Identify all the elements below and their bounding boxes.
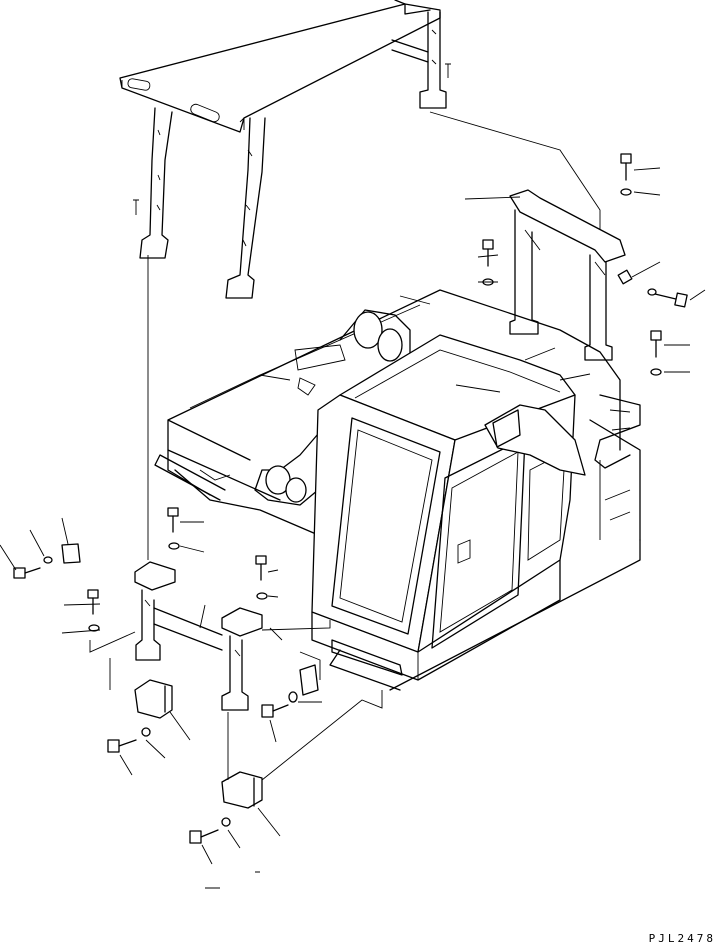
cab-side-bracket: [595, 395, 640, 468]
front-guard-assembly: [135, 562, 262, 710]
top-guard-front-leg-left: [140, 108, 172, 258]
drawing-code: PJL2478: [649, 932, 716, 945]
fasteners-lower-left: [0, 508, 330, 690]
cab-front-window: [332, 418, 440, 634]
lower-mounting-brackets: [108, 652, 382, 888]
top-guard-plate: [120, 4, 440, 132]
operator-cab: [312, 335, 590, 680]
boom-bracket: [255, 310, 410, 505]
fasteners-upper-right: [465, 154, 705, 375]
top-guard-front-leg-right: [226, 118, 265, 298]
top-guard-assembly: [120, 0, 451, 298]
top-guard-rear-leg: [420, 12, 446, 108]
cab-side-face: [418, 395, 575, 652]
